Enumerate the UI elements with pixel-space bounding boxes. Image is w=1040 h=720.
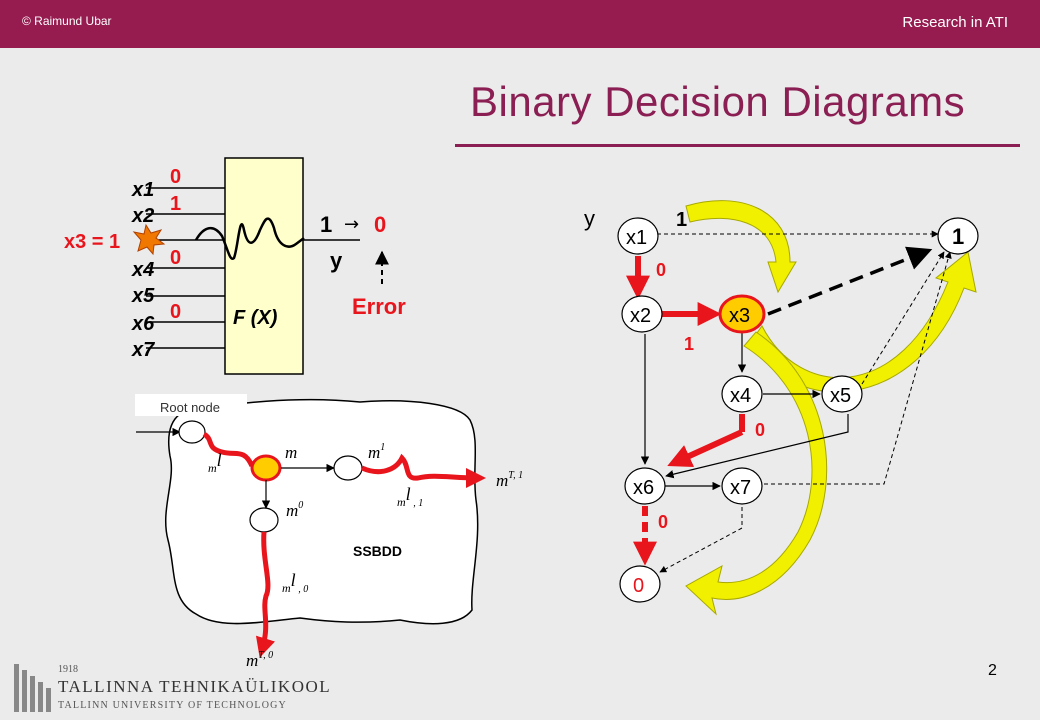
edge-x5-to-1	[861, 251, 945, 385]
input-label-x5: x5	[131, 285, 155, 307]
root-node-label: Root node	[160, 400, 220, 415]
input-label-x2: x2	[131, 205, 154, 227]
edge-label-x4: 0	[755, 420, 765, 440]
path-x4-to-x6-diag	[667, 429, 744, 467]
path-m0-to-terminal	[255, 531, 276, 658]
ssbdd-diagram: Root node SSBDD m m1 m0 ml ml , 1 ml , 0…	[135, 394, 523, 670]
label-mT0: mT, 0	[246, 650, 273, 670]
bdd-node-label-x3: x3	[729, 305, 750, 327]
logo-year: 1918	[58, 664, 78, 675]
input-value-x2: 1	[170, 193, 181, 215]
logo-subtitle: TALLINN UNIVERSITY OF TECHNOLOGY	[58, 700, 287, 711]
fault-label: x3 = 1	[64, 231, 120, 253]
output-name: y	[330, 248, 343, 273]
bdd-node-label-x5: x5	[830, 385, 851, 407]
bdd-node-label-x6: x6	[633, 477, 654, 499]
node-m0	[249, 507, 279, 533]
input-label-x7: x7	[131, 339, 155, 361]
header-bar: © Raimund Ubar Research in ATI	[0, 0, 1040, 48]
path-root-to-m	[202, 431, 255, 468]
label-m: m	[285, 443, 297, 462]
copyright-text: © Raimund Ubar	[22, 14, 112, 28]
function-label: F (X)	[233, 307, 278, 329]
root-node-label-box	[135, 394, 247, 416]
university-logo-icon	[14, 664, 54, 717]
node-m	[250, 454, 282, 482]
input-value-x4: 0	[170, 247, 181, 269]
highlight-arrow-top	[685, 200, 797, 294]
bdd-node-x7	[721, 467, 763, 505]
input-label-x4: x4	[131, 259, 154, 281]
bdd-terminal-one	[937, 217, 979, 255]
bdd-node-x4	[721, 375, 763, 413]
bdd-node-label-x4: x4	[730, 385, 751, 407]
label-mT1: mT, 1	[496, 470, 523, 490]
edge-x7-to-1	[764, 251, 952, 485]
bdd-terminal-one-label: 1	[952, 224, 964, 249]
root-node	[178, 420, 206, 444]
input-label-x6: x6	[131, 313, 155, 335]
bdd-node-x6	[624, 467, 666, 505]
input-value-x1: 0	[170, 166, 181, 188]
bdd-node-x1	[617, 217, 659, 255]
bdd-node-x2	[621, 295, 663, 333]
page-number: 2	[988, 662, 997, 679]
node-m1	[333, 455, 363, 481]
right-arrow-icon: →	[344, 214, 359, 235]
edge-x3-to-1	[767, 246, 933, 316]
title-underline	[455, 144, 1020, 147]
bdd-output-label: y	[584, 206, 595, 231]
input-value-x6: 0	[170, 301, 181, 323]
bdd-node-x3	[718, 294, 766, 334]
bdd-terminal-zero-label: 0	[633, 575, 644, 597]
logo-name: TALLINNA TEHNIKAÜLIKOOL	[58, 677, 332, 696]
bdd-node-label-x7: x7	[730, 477, 751, 499]
edge-x5-to-x6	[665, 414, 849, 479]
output-new-value: 0	[374, 212, 386, 237]
input-label-x1: x1	[131, 179, 154, 201]
bdd-node-label-x1: x1	[626, 227, 647, 249]
section-title: Research in ATI	[902, 14, 1008, 31]
function-waveform	[194, 217, 305, 261]
bdd-node-x5	[821, 375, 863, 413]
function-block	[224, 157, 304, 375]
circuit-diagram: x1 x2 x4 x5 x6 x7 x3 = 1 0 1 0 0 F (X) 1…	[64, 157, 406, 375]
ssbdd-cloud	[164, 398, 479, 625]
path-m1-to-terminal	[360, 453, 486, 488]
bdd-node-label-x2: x2	[630, 305, 651, 327]
error-label: Error	[352, 294, 406, 319]
edge-x7-to-0	[659, 500, 743, 573]
output-old-value: 1	[320, 212, 332, 237]
highlight-arrow-bottom	[685, 331, 828, 616]
edge-label-x6: 0	[658, 512, 668, 532]
bdd-diagram: x1 x2 x3 x4 x5 x6 x7 1 0 y 1 0 1 0 0	[584, 200, 979, 616]
bdd-output-value: 1	[676, 209, 687, 231]
ssbdd-name: SSBDD	[353, 543, 402, 559]
fault-star-icon	[132, 223, 166, 256]
edge-label-x1: 0	[656, 260, 666, 280]
slide-title: Binary Decision Diagrams	[470, 78, 966, 125]
bdd-terminal-zero	[619, 565, 661, 603]
edge-label-x2: 1	[684, 334, 694, 354]
